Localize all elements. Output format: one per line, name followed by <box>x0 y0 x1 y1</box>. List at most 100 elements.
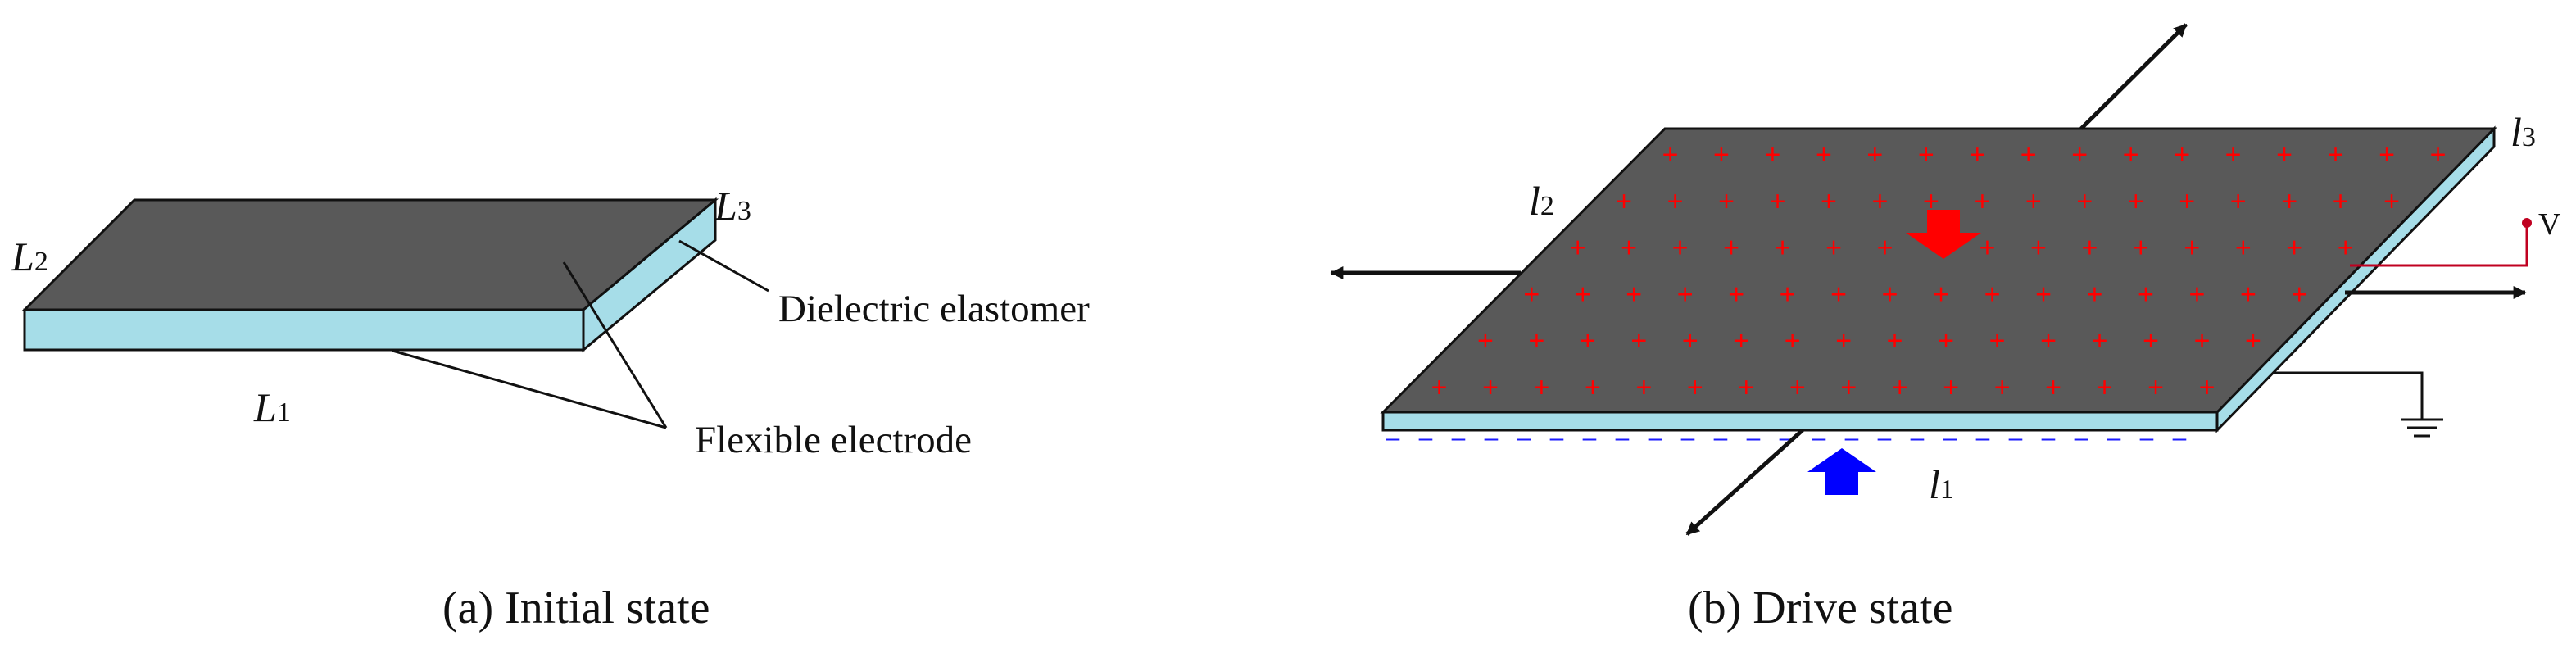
positive-charge-mark: + <box>1662 139 1679 170</box>
positive-charge-mark: + <box>2281 186 2297 217</box>
positive-charge-mark: + <box>1630 325 1647 356</box>
positive-charge-mark: + <box>1882 279 1898 310</box>
positive-charge-mark: + <box>2076 186 2093 217</box>
positive-charge-mark: + <box>1969 139 1985 170</box>
negative-charge-mark: – <box>1747 424 1761 452</box>
dim-label-L2: L2 <box>11 234 48 279</box>
positive-charge-mark: + <box>1672 233 1689 264</box>
positive-charge-mark: + <box>1789 372 1806 403</box>
negative-charge-mark: – <box>1878 424 1892 452</box>
negative-charge-mark: – <box>2173 424 2187 452</box>
positive-charge-mark: + <box>2430 139 2447 170</box>
positive-charge-mark: + <box>1677 279 1694 310</box>
negative-charge-mark: – <box>1550 424 1564 452</box>
electrode-leader-line-top <box>562 261 668 429</box>
positive-charge-mark: + <box>2030 233 2047 264</box>
negative-charge-mark: – <box>1911 424 1925 452</box>
positive-charge-mark: + <box>2097 372 2113 403</box>
positive-charge-mark: + <box>1682 325 1698 356</box>
positive-charge-mark: + <box>1687 372 1703 403</box>
caption-panel-b: (b) Drive state <box>1688 583 1952 633</box>
positive-charge-mark: + <box>2123 139 2139 170</box>
positive-charge-mark: + <box>1718 186 1735 217</box>
positive-charge-mark: + <box>1984 279 2001 310</box>
negative-charge-mark: – <box>2140 424 2154 452</box>
positive-charge-mark: + <box>2179 186 2195 217</box>
positive-charge-mark: + <box>2092 325 2108 356</box>
positive-charge-mark: + <box>1989 325 2006 356</box>
negative-charge-mark: – <box>1386 424 1400 452</box>
negative-charge-row: ––––––––––––––––––––––––– <box>1386 424 2187 452</box>
positive-charge-mark: + <box>1816 139 1832 170</box>
positive-charge-mark: + <box>1892 372 1908 403</box>
positive-charge-mark: + <box>2328 139 2344 170</box>
positive-charge-mark: + <box>1918 139 1934 170</box>
positive-charge-mark: + <box>2240 279 2256 310</box>
positive-charge-mark: + <box>2188 279 2205 310</box>
positive-charge-mark: + <box>1528 325 1544 356</box>
positive-charge-mark: + <box>1477 325 1494 356</box>
negative-charge-mark: – <box>1681 424 1695 452</box>
positive-charge-mark: + <box>1877 233 1893 264</box>
positive-charge-mark: + <box>1840 372 1857 403</box>
positive-charge-mark: + <box>1923 186 1939 217</box>
positive-charge-mark: + <box>2235 233 2252 264</box>
positive-charge-mark: + <box>2081 233 2098 264</box>
negative-charge-mark: – <box>1485 424 1499 452</box>
positive-charge-mark: + <box>1825 233 1842 264</box>
dim-label-L3: L3 <box>714 183 751 229</box>
positive-charge-mark: + <box>1667 186 1684 217</box>
positive-charge-mark: + <box>2035 279 2052 310</box>
negative-charge-mark: – <box>1943 424 1957 452</box>
dielectric-leader-line <box>678 239 769 293</box>
positive-charge-mark: + <box>2143 325 2159 356</box>
positive-charge-mark: + <box>1621 233 1637 264</box>
positive-charge-mark: + <box>1616 186 1632 217</box>
positive-charge-mark: + <box>1821 186 1837 217</box>
positive-charge-mark: + <box>1780 279 1796 310</box>
positive-charge-mark: + <box>1933 279 1949 310</box>
positive-charge-mark: + <box>2379 139 2395 170</box>
negative-charge-mark: – <box>2042 424 2056 452</box>
dim-label-l2: l2 <box>1529 178 1554 224</box>
stretch-arrow-down-icon <box>1685 429 1804 536</box>
red-compression-arrow-icon <box>1906 210 1981 259</box>
positive-charge-mark: + <box>2230 186 2247 217</box>
dim-label-l1: l1 <box>1929 461 1954 507</box>
positive-charge-mark: + <box>2276 139 2293 170</box>
negative-charge-mark: – <box>1714 424 1728 452</box>
positive-charge-mark: + <box>1974 186 1990 217</box>
positive-charge-mark: + <box>2174 139 2190 170</box>
positive-charge-mark: + <box>2128 186 2144 217</box>
positive-charge-mark: + <box>1871 186 1888 217</box>
negative-charge-mark: – <box>2009 424 2023 452</box>
positive-charge-mark: + <box>2086 279 2102 310</box>
dim-label-L1: L1 <box>253 384 291 430</box>
negative-charge-mark: – <box>1452 424 1466 452</box>
stretch-arrow-up-icon <box>2079 23 2188 130</box>
positive-charge-mark: + <box>2040 325 2057 356</box>
positive-charge-mark: + <box>1733 325 1749 356</box>
positive-charge-mark: + <box>1575 279 1591 310</box>
positive-charge-mark: + <box>1994 372 2011 403</box>
top-electrode-face <box>1380 127 2497 414</box>
negative-charge-mark: – <box>1812 424 1826 452</box>
positive-charge-mark: + <box>1523 279 1540 310</box>
negative-charge-mark: – <box>1649 424 1662 452</box>
positive-charge-mark: + <box>2383 186 2400 217</box>
positive-charge-mark: + <box>2286 233 2302 264</box>
positive-charge-mark: + <box>2245 325 2261 356</box>
label-dielectric-elastomer: Dielectric elastomer <box>778 288 1090 330</box>
positive-charge-mark: + <box>1887 325 1903 356</box>
positive-charge-mark: + <box>1626 279 1642 310</box>
positive-charge-mark: + <box>1830 279 1847 310</box>
positive-charge-mark: + <box>1482 372 1499 403</box>
positive-charge-mark: + <box>1635 372 1652 403</box>
negative-charge-mark: – <box>1517 424 1531 452</box>
positive-charge-mark: + <box>1585 372 1601 403</box>
voltage-wire <box>2350 226 2528 267</box>
positive-charge-mark: + <box>2147 372 2164 403</box>
positive-charge-mark: + <box>2333 186 2349 217</box>
ground-icon <box>2274 371 2443 438</box>
electrode-leader-line-bottom <box>392 349 667 429</box>
